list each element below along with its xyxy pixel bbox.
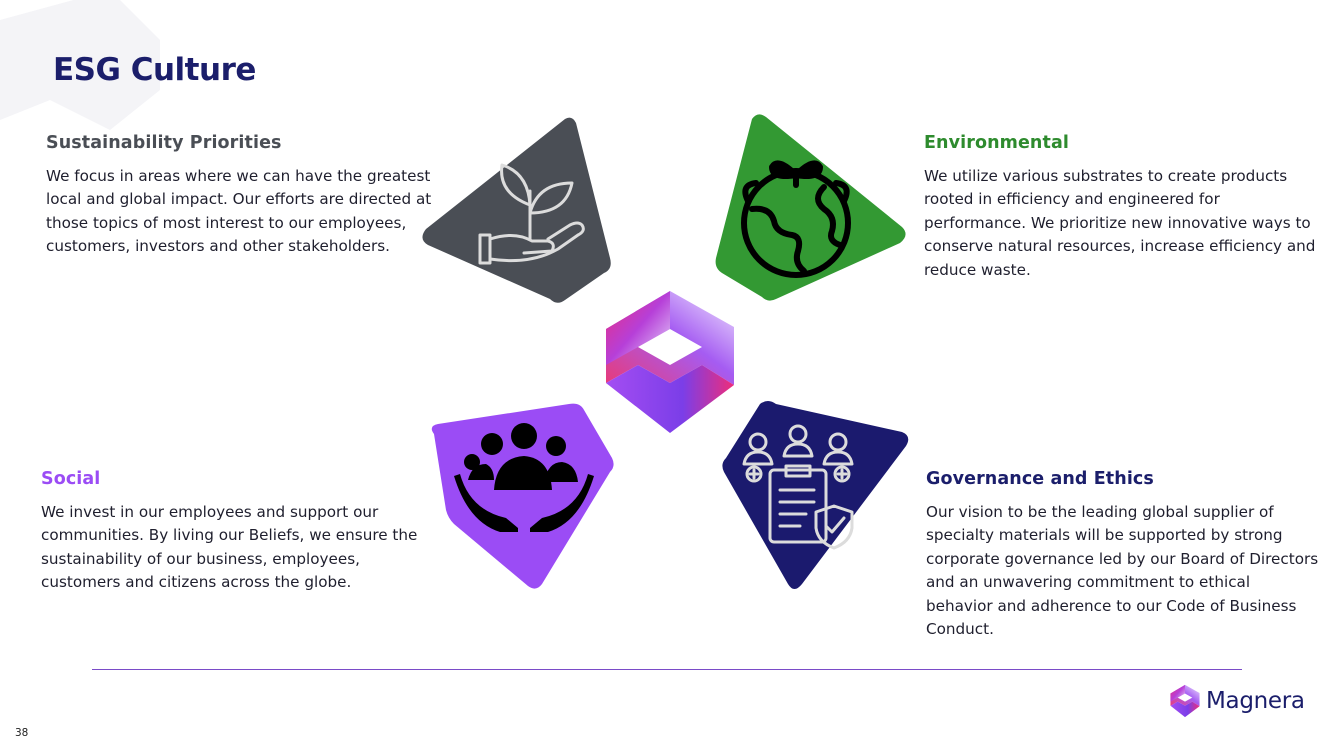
social-heading: Social xyxy=(41,469,101,489)
social-section: Social We invest in our employees and su… xyxy=(41,469,436,595)
center-magnera-logo-icon xyxy=(606,291,734,433)
page-title: ESG Culture xyxy=(53,52,256,88)
environmental-section: Environmental We utilize various substra… xyxy=(924,133,1319,282)
sustainability-petal xyxy=(422,117,611,303)
governance-body: Our vision to be the leading global supp… xyxy=(926,503,1319,639)
sustainability-heading: Sustainability Priorities xyxy=(46,133,282,153)
magnera-logo-icon xyxy=(1170,684,1200,718)
governance-petal xyxy=(722,401,909,589)
sustainability-body: We focus in areas where we can have the … xyxy=(46,167,432,256)
footer-divider xyxy=(92,669,1242,670)
brand-name: Magnera xyxy=(1206,688,1305,714)
brand-logo: Magnera xyxy=(1170,684,1305,718)
environmental-body: We utilize various substrates to create … xyxy=(924,167,1316,279)
governance-heading: Governance and Ethics xyxy=(926,469,1154,489)
clipboard-shield-people-icon xyxy=(742,424,854,550)
people-in-hands-icon xyxy=(454,423,594,532)
page-number: 38 xyxy=(15,727,29,739)
environmental-heading: Environmental xyxy=(924,133,1069,153)
governance-section: Governance and Ethics Our vision to be t… xyxy=(926,469,1321,641)
environmental-petal xyxy=(715,114,906,301)
globe-with-sprout-icon xyxy=(741,160,851,278)
background-watermark xyxy=(0,0,160,130)
plant-in-hand-icon xyxy=(478,163,585,265)
sustainability-section: Sustainability Priorities We focus in ar… xyxy=(46,133,436,259)
social-body: We invest in our employees and support o… xyxy=(41,503,418,592)
social-petal xyxy=(431,403,614,589)
